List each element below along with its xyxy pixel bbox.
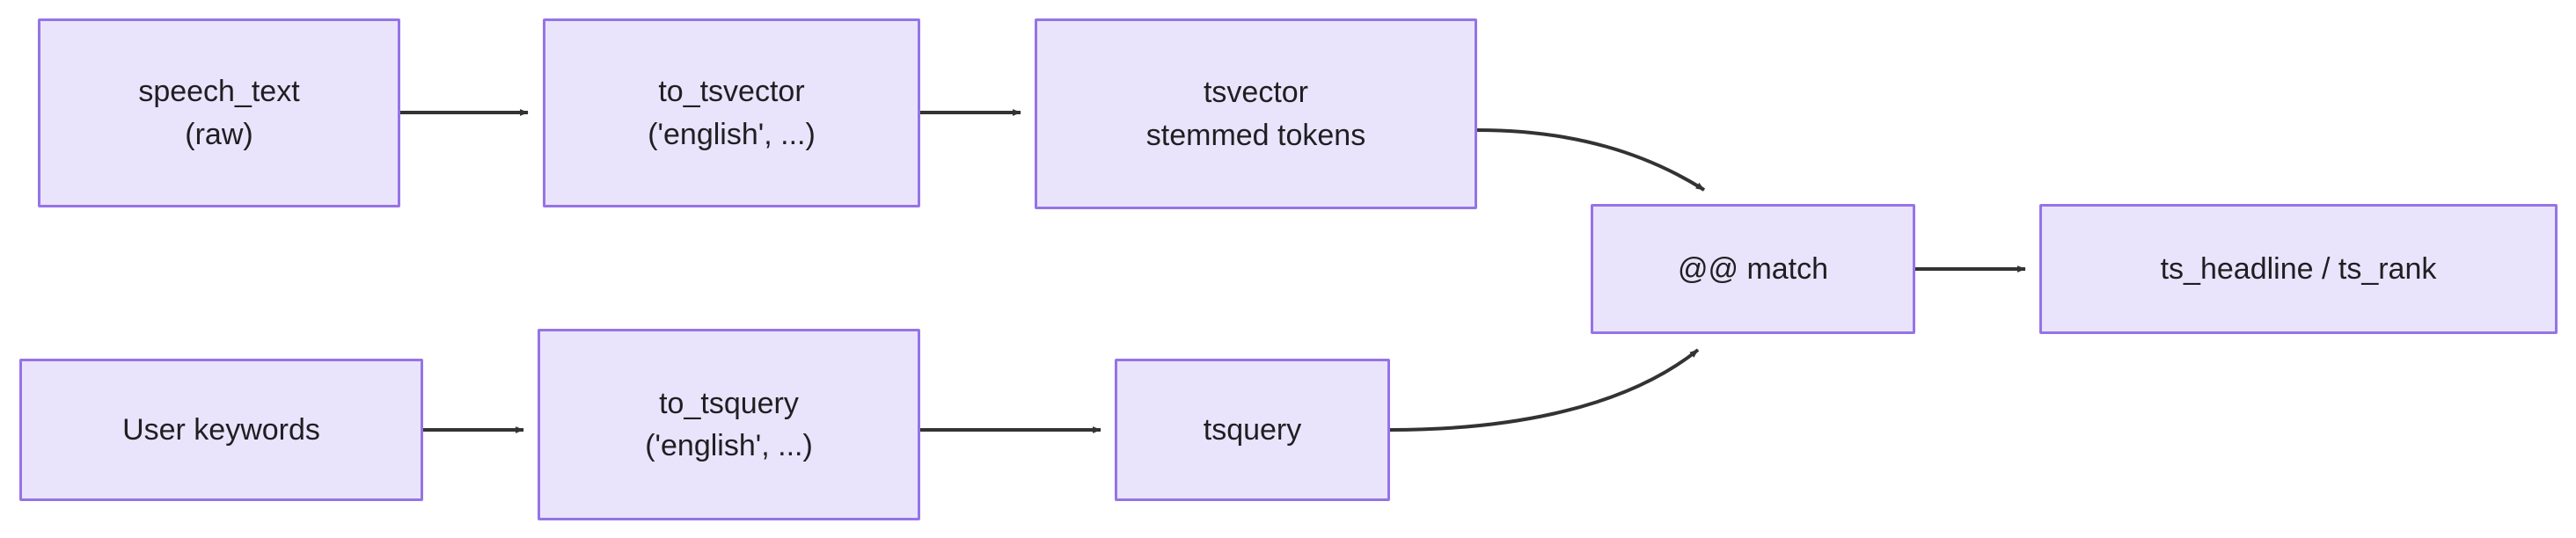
node-speech-text-line2: (raw) (185, 117, 253, 151)
node-to-tsvector-line1: to_tsvector (658, 75, 805, 109)
node-to-tsquery[interactable]: to_tsquery ('english', ...) (538, 329, 920, 520)
node-ts-headline-line1: ts_headline / ts_rank (2160, 251, 2437, 286)
node-tsquery-line1: tsquery (1203, 412, 1302, 447)
edge-tsvector-match (1476, 128, 1706, 192)
edge-tsquery-match (1389, 348, 1700, 432)
node-ts-headline[interactable]: ts_headline / ts_rank (2039, 204, 2558, 334)
node-to-tsvector-line2: ('english', ...) (648, 117, 816, 151)
node-to-tsquery-line1: to_tsquery (659, 386, 799, 420)
node-to-tsvector[interactable]: to_tsvector ('english', ...) (543, 18, 920, 207)
node-to-tsquery-line2: ('english', ...) (645, 429, 813, 462)
node-tsvector-line2: stemmed tokens (1145, 118, 1366, 152)
node-tsquery[interactable]: tsquery (1115, 359, 1390, 501)
node-tsvector-line1: tsvector (1203, 76, 1309, 110)
node-match-line1: @@ match (1677, 251, 1829, 286)
node-user-keywords-line1: User keywords (122, 412, 320, 447)
node-speech-text[interactable]: speech_text (raw) (38, 18, 400, 207)
node-speech-text-line1: speech_text (138, 75, 300, 109)
node-tsvector[interactable]: tsvector stemmed tokens (1035, 18, 1477, 209)
node-user-keywords[interactable]: User keywords (19, 359, 423, 501)
node-match[interactable]: @@ match (1591, 204, 1915, 334)
